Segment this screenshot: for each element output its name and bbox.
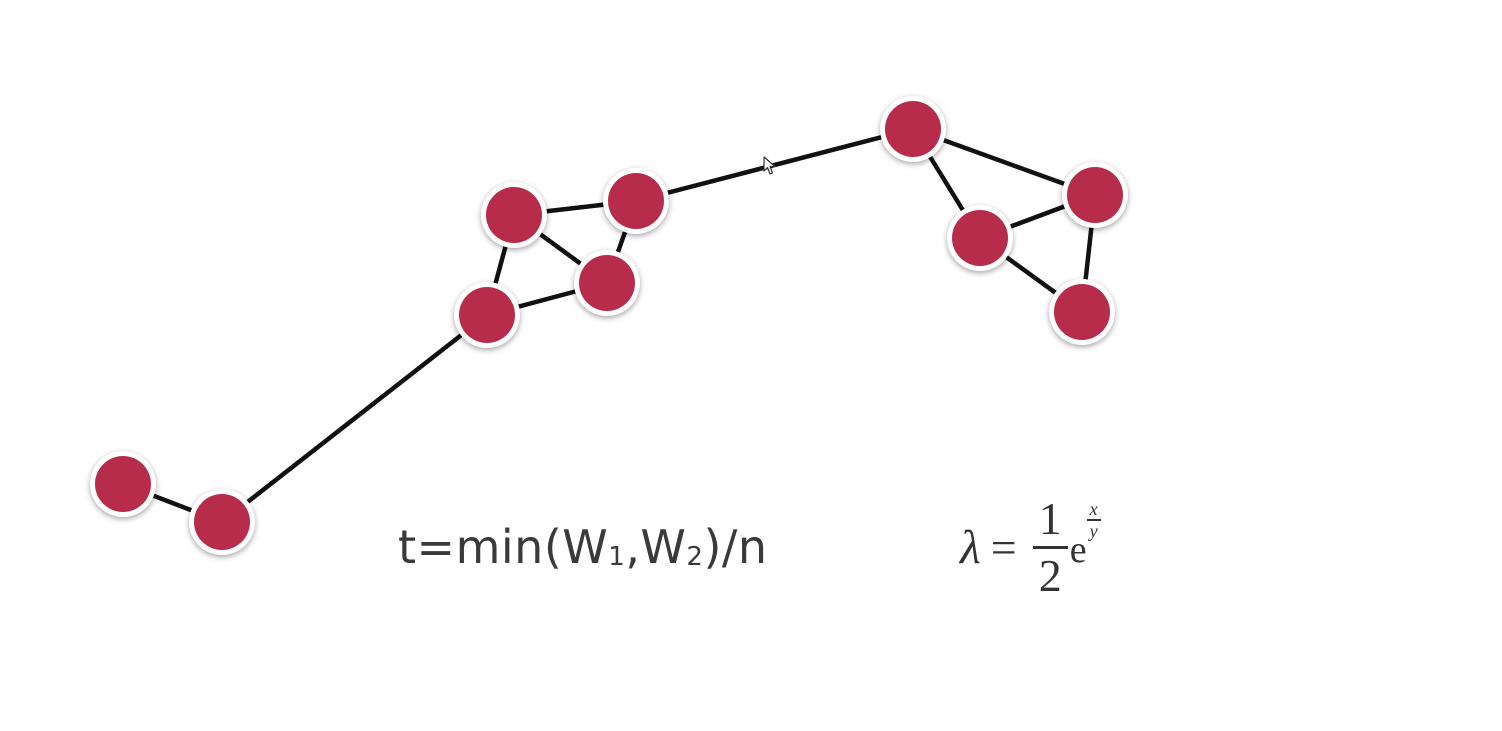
node-circle <box>1054 284 1110 340</box>
node-circle <box>885 101 941 157</box>
t-formula-suffix: )/n <box>703 520 768 574</box>
fraction-denominator: 2 <box>1038 549 1062 601</box>
node-circle <box>608 173 664 229</box>
fraction-numerator: 1 <box>1032 495 1068 549</box>
threshold-formula: t=min(W1,W2)/n <box>398 520 768 574</box>
exponent-numerator: x <box>1086 500 1101 521</box>
graph-node-n1 <box>90 451 156 517</box>
exponent-fraction: x y <box>1086 500 1101 541</box>
graph-node-n9 <box>947 205 1013 271</box>
graph-edge-n5-n8 <box>633 126 916 204</box>
graph-node-n10 <box>1062 162 1128 228</box>
node-circle <box>95 456 151 512</box>
t-formula-middle: ,W <box>625 520 687 574</box>
graph-node-n11 <box>1049 279 1115 345</box>
graph-node-n4 <box>481 182 547 248</box>
graph-node-n5 <box>603 168 669 234</box>
node-circle <box>579 255 635 311</box>
node-circle <box>486 187 542 243</box>
mouse-pointer-icon <box>763 156 776 175</box>
graph-node-n8 <box>880 96 946 162</box>
node-circle <box>194 494 250 550</box>
node-circle <box>459 287 515 343</box>
equals-sign: = <box>990 521 1017 573</box>
lambda-formula: λ = 1 2 e x y <box>960 492 1101 602</box>
graph-edge-n2-n3 <box>219 312 490 525</box>
graph-node-n6 <box>574 250 640 316</box>
t-formula-prefix: t=min(W <box>398 520 609 574</box>
graph-node-n2 <box>189 489 255 555</box>
node-layer <box>90 96 1128 555</box>
t-formula-subscript-1: 1 <box>608 542 626 572</box>
one-half-fraction: 1 2 <box>1032 495 1068 601</box>
t-formula-subscript-2: 2 <box>686 542 704 572</box>
lambda-symbol: λ <box>960 520 981 574</box>
exponent-denominator: y <box>1089 521 1098 541</box>
node-circle <box>1067 167 1123 223</box>
exponential-base: e <box>1069 529 1087 571</box>
node-circle <box>952 210 1008 266</box>
graph-node-n3 <box>454 282 520 348</box>
